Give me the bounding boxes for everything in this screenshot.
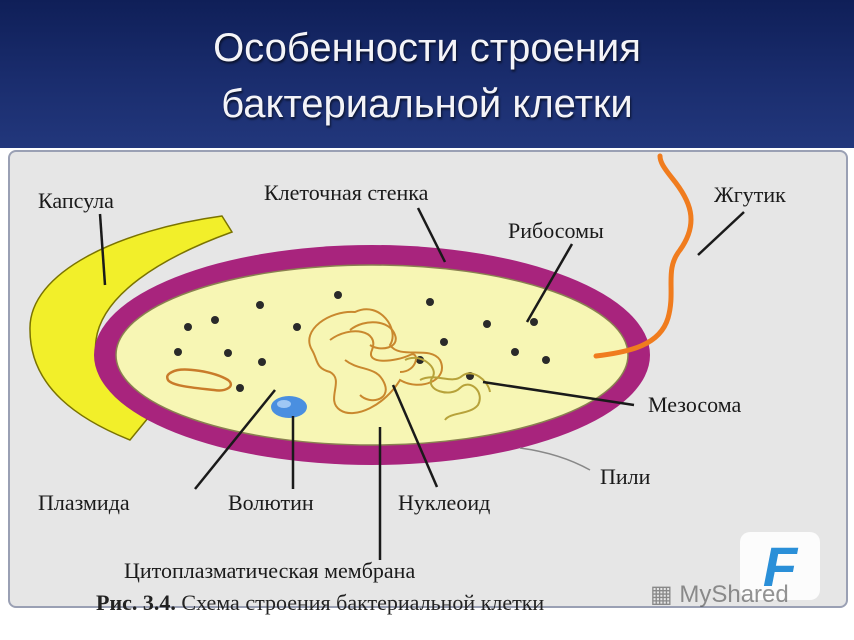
flagellum-shape [593,153,694,359]
watermark-logo-letter: F [763,535,799,598]
label-cell-wall: Клеточная стенка [264,180,429,205]
caption-text: Схема строения бактериальной клетки [181,590,545,615]
plasmid-shape [165,368,233,392]
label-mesosome: Мезосома [648,392,742,417]
label-ribosomes: Рибосомы [508,218,604,243]
title-banner: Особенности строения бактериальной клетк… [0,0,854,148]
label-pili: Пили [600,464,651,489]
watermark-text: ▦ MyShared [650,580,789,609]
title-line-2: бактериальной клетки [221,82,633,126]
label-plasmid: Плазмида [38,490,130,515]
watermark-logo: F [740,532,820,600]
nucleoid-shape [308,308,443,415]
label-cytoplasmic-membrane: Цитоплазматическая мембрана [124,558,415,583]
label-volutin: Волютин [228,490,314,515]
volutin-highlight [277,400,291,408]
label-capsule: Капсула [38,188,114,213]
volutin-granule [271,396,307,418]
capsule-shape [29,215,234,441]
presentation-icon: ▦ [650,581,673,608]
leader-lines [98,207,745,560]
caption-prefix: Рис. 3.4. [96,590,176,615]
figure-caption: Рис. 3.4. Схема строения бактериальной к… [96,590,544,616]
title-line-1: Особенности строения [213,26,641,70]
label-nucleoid: Нуклеоид [398,490,490,515]
label-flagellum: Жгутик [714,182,786,207]
pili-shape [519,447,591,471]
watermark-label: MyShared [679,581,789,608]
